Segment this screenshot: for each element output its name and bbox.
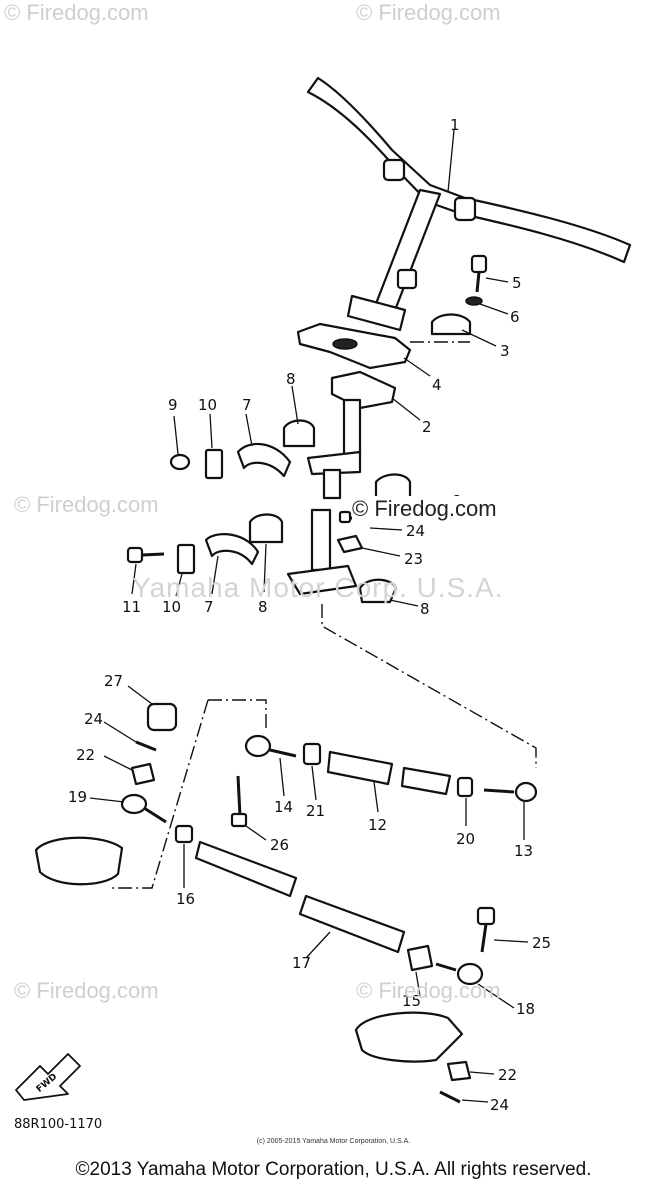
callout-16: 16 <box>176 890 195 908</box>
handlebar <box>306 76 632 332</box>
callout-3: 3 <box>500 342 510 360</box>
left-tie-rod-group <box>34 702 178 886</box>
steering-column-lower <box>286 508 358 596</box>
assembly-lines <box>112 341 537 889</box>
callout-20: 20 <box>456 830 475 848</box>
callout-12: 12 <box>368 816 387 834</box>
steering-column-upper <box>306 370 397 500</box>
callout-10b: 10 <box>162 598 181 616</box>
holder-bolt-washer <box>430 254 488 336</box>
callout-labels: 1 2 3 4 5 6 7 7 8 8 8 8 9 10 10 11 12 13… <box>68 116 551 1114</box>
handle-crown <box>296 322 412 370</box>
callout-7a: 7 <box>242 396 252 414</box>
callout-7b: 7 <box>204 598 214 616</box>
callout-25: 25 <box>532 934 551 952</box>
callout-21: 21 <box>306 802 325 820</box>
callout-8d: 8 <box>420 600 430 618</box>
callout-14: 14 <box>274 798 293 816</box>
tie-rod-assembly <box>230 734 538 828</box>
callout-10a: 10 <box>198 396 217 414</box>
callout-2: 2 <box>422 418 432 436</box>
watermark-center: Yamaha Motor Corp. U.S.A. <box>132 572 504 603</box>
callout-17: 17 <box>292 954 311 972</box>
watermark-low-right: © Firedog.com <box>356 978 501 1003</box>
shafts <box>174 824 406 954</box>
forward-arrow-icon: FWD <box>15 1053 81 1101</box>
callout-24c: 24 <box>490 1096 509 1114</box>
bushings <box>248 419 412 604</box>
watermark-mid-right: © Firedog.com <box>352 496 497 522</box>
callout-5: 5 <box>512 274 522 292</box>
leader-lines <box>89 129 529 1103</box>
watermark-top-right: © Firedog.com <box>356 0 501 25</box>
watermark-low-left: © Firedog.com <box>14 978 159 1003</box>
callout-6: 6 <box>510 308 520 326</box>
callout-9: 9 <box>168 396 178 414</box>
callout-27: 27 <box>104 672 123 690</box>
callout-22a: 22 <box>76 746 95 764</box>
watermark-top-left: © Firedog.com <box>4 0 149 25</box>
callout-24a: 24 <box>406 522 425 540</box>
callout-23: 23 <box>404 550 423 568</box>
callout-18: 18 <box>516 1000 535 1018</box>
callout-24b: 24 <box>84 710 103 728</box>
callout-1: 1 <box>450 116 460 134</box>
diagram-code: 88R100-1170 <box>14 1117 103 1132</box>
right-tie-rod-group <box>354 906 496 1104</box>
callout-4: 4 <box>432 376 442 394</box>
callout-8a: 8 <box>286 370 296 388</box>
watermark-mid-left: © Firedog.com <box>14 492 159 517</box>
callout-19: 19 <box>68 788 87 806</box>
callout-8c: 8 <box>258 598 268 616</box>
footer-copyright: ©2013 Yamaha Motor Corporation, U.S.A. A… <box>75 1159 592 1180</box>
callout-15: 15 <box>402 992 421 1010</box>
callout-26: 26 <box>270 836 289 854</box>
callout-22b: 22 <box>498 1066 517 1084</box>
plates-washer-bolt <box>126 448 224 575</box>
callout-11: 11 <box>122 598 141 616</box>
clamps <box>204 442 292 566</box>
callout-13: 13 <box>514 842 533 860</box>
small-copyright: (c) 2005-2015 Yamaha Motor Corporation, … <box>256 1138 411 1145</box>
